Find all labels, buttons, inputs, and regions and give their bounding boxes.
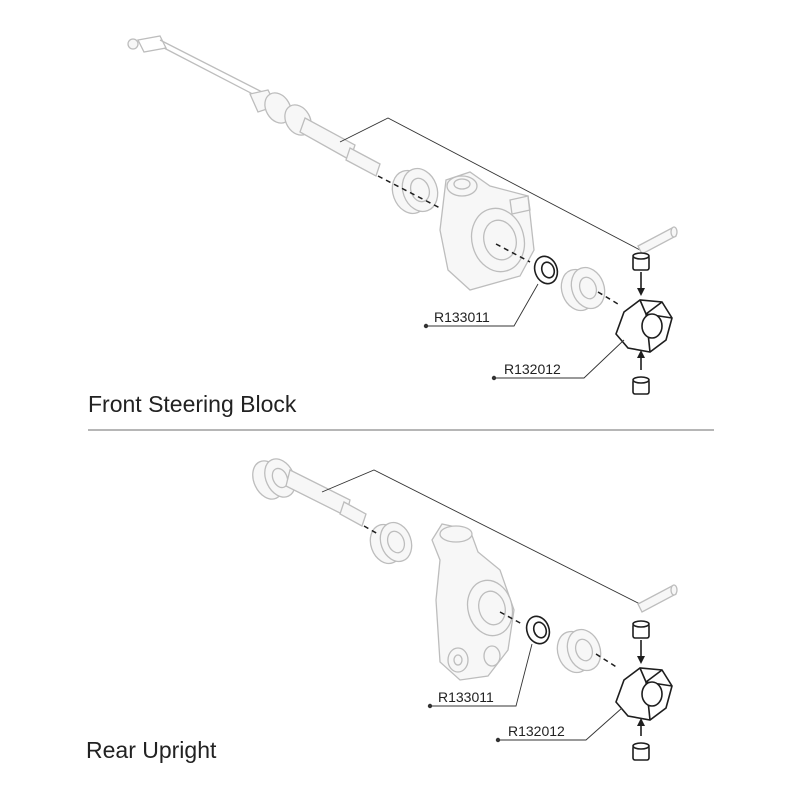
front-axis-line-3: [597, 291, 619, 305]
rear-hex-hub: [615, 667, 673, 736]
rear-section-title: Rear Upright: [86, 737, 217, 763]
front-steering-block-section: R133011 R132012 Front Steering Block: [88, 35, 678, 417]
rear-axis-line-3: [595, 653, 619, 669]
front-hub-part-number: R132012: [504, 361, 561, 377]
rear-upright-section: R133011 R132012 Rear Upright: [86, 458, 678, 763]
rear-outer-bearing: [556, 628, 602, 674]
front-outer-bearing: [560, 266, 606, 312]
rear-assembly-bracket-line: [321, 469, 641, 605]
rear-set-screw-top: [632, 620, 650, 664]
rear-inner-bearing: [369, 521, 413, 565]
front-steering-block-housing: [439, 171, 535, 291]
rear-axis-line-2: [499, 611, 523, 625]
rear-label-spacer: R133011: [427, 643, 533, 709]
front-drive-shaft: [127, 35, 381, 177]
front-axis-line-1: [377, 175, 441, 209]
front-inner-bearing: [391, 167, 439, 215]
front-label-spacer: R133011: [423, 283, 539, 329]
rear-hub-part-number: R132012: [508, 723, 565, 739]
front-spacer-ring: [533, 255, 559, 285]
front-section-title: Front Steering Block: [88, 391, 297, 417]
front-hex-pin: [637, 226, 678, 255]
rear-hex-pin: [637, 584, 678, 613]
front-hex-hub: [615, 299, 673, 370]
front-axis-line-2: [495, 243, 531, 263]
rear-spacer-ring: [525, 615, 551, 645]
rear-spacer-part-number: R133011: [438, 689, 494, 705]
front-spacer-part-number: R133011: [434, 309, 490, 325]
front-set-screw-bottom: [632, 376, 650, 395]
front-assembly-bracket-line: [339, 117, 641, 251]
front-set-screw-top: [632, 252, 650, 296]
rear-label-hub: R132012: [495, 707, 623, 743]
rear-axis-line-1: [363, 525, 379, 535]
rear-set-screw-bottom: [632, 742, 650, 761]
rear-upright-housing: [431, 523, 515, 681]
rear-drive-cup: [252, 458, 367, 527]
front-label-hub: R132012: [491, 339, 625, 381]
